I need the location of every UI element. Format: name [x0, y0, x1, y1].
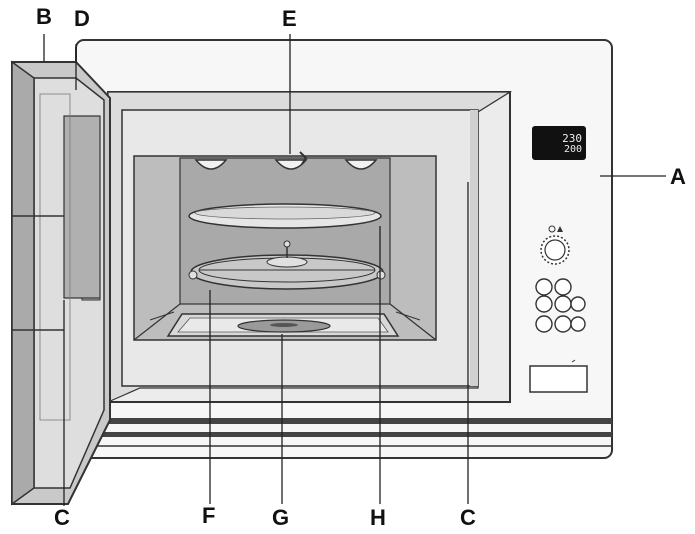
heating-element [194, 159, 378, 170]
wire-rack [188, 240, 386, 290]
display-line-2: 200 [563, 144, 582, 155]
label-g: G [272, 505, 290, 530]
digital-display: 230 200 [532, 126, 586, 160]
base-stripe-2 [76, 432, 612, 437]
control-buttons [535, 278, 586, 333]
label-e: E [282, 6, 297, 31]
label-c-left: C [54, 505, 70, 530]
display-line-1: 230 [562, 132, 582, 145]
base-stripe-1 [76, 418, 612, 424]
label-d: D [74, 6, 90, 31]
door-release-button [529, 365, 588, 393]
label-c-right: C [460, 505, 476, 530]
label-b: B [36, 4, 52, 29]
label-a: A [670, 164, 686, 189]
label-h: H [370, 505, 386, 530]
leader-lines [43, 34, 666, 506]
label-f: F [202, 503, 216, 528]
